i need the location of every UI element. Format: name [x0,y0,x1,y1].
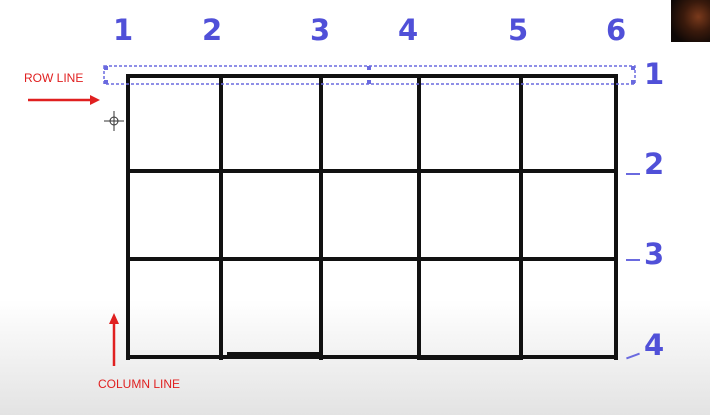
column-number-3: 3 [310,13,331,47]
row-line-4-thick-segment [227,352,319,355]
selection-handle[interactable] [367,80,371,84]
selected-row-line-highlight[interactable] [103,65,636,85]
column-line-5 [519,74,523,360]
row-number-3: 3 [644,237,665,271]
webcam-thumbnail [671,0,710,42]
row-tick [626,173,640,175]
selection-handle[interactable] [367,66,371,70]
column-number-4: 4 [398,13,419,47]
row-number-2: 2 [644,147,665,181]
row-line-2 [126,169,618,173]
row-line-1 [126,74,618,78]
column-line-3 [319,74,323,360]
selection-handle[interactable] [104,66,108,70]
column-line-1 [126,74,130,360]
column-line-4 [417,74,421,360]
column-number-1: 1 [113,13,134,47]
row-line-3 [126,257,618,261]
row-line-arrow-icon [28,95,100,105]
row-line-label: ROW LINE [24,71,84,85]
selection-handle[interactable] [104,80,108,84]
row-number-1: 1 [644,57,665,91]
column-line-arrow-icon [109,313,119,366]
column-number-5: 5 [508,13,529,47]
selection-handle[interactable] [631,80,635,84]
row-number-4: 4 [644,328,665,362]
column-number-6: 6 [606,13,627,47]
row-tick [626,259,640,261]
column-line-6 [614,74,618,360]
row-line-4-thick-segment [421,357,519,360]
selection-handle[interactable] [631,66,635,70]
column-line-label: COLUMN LINE [98,377,181,391]
column-number-2: 2 [202,13,223,47]
column-line-2 [219,74,223,360]
crosshair-cursor-icon [104,111,124,131]
row-line-4 [126,355,618,359]
